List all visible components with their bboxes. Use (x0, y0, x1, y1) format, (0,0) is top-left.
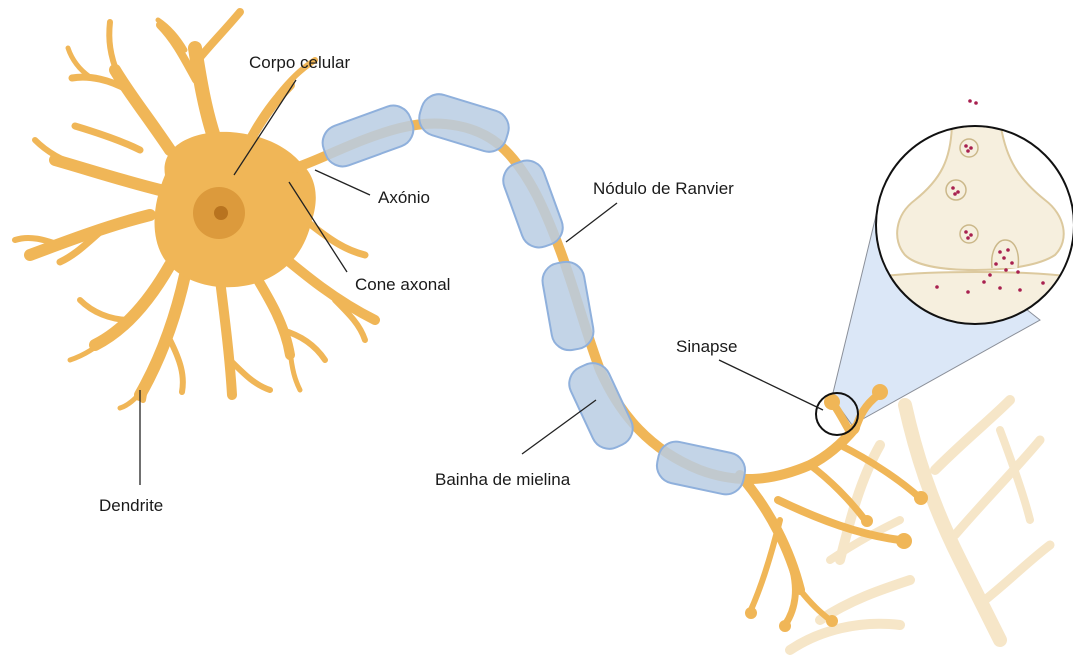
myelin-segment (654, 438, 749, 497)
label-cone-axonal: Cone axonal (355, 276, 450, 293)
myelin-segment (318, 101, 419, 172)
label-axonio: Axónio (378, 189, 430, 206)
myelin-segment (563, 357, 638, 455)
label-nodulo-ranvier: Nódulo de Ranvier (593, 180, 734, 197)
terminal-buttons (745, 384, 928, 632)
myelin-segment (498, 155, 568, 252)
myelin-segment (415, 90, 513, 156)
label-sinapse: Sinapse (676, 338, 737, 355)
myelin-segment (540, 259, 597, 353)
label-dendrite: Dendrite (99, 497, 163, 514)
label-corpo-celular: Corpo celular (249, 54, 350, 71)
nucleolus (214, 206, 228, 220)
label-bainha-mielina: Bainha de mielina (435, 471, 570, 488)
